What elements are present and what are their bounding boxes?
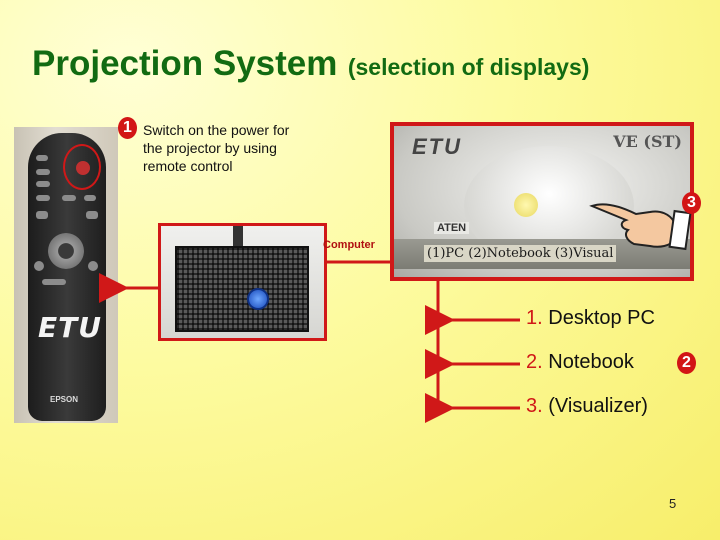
switch-indicator-light	[514, 193, 538, 217]
remote-dpad	[48, 233, 84, 269]
step-3-badge: 3	[682, 192, 701, 214]
option-number: 2.	[526, 351, 543, 373]
ceiling-projector-photo	[158, 223, 327, 341]
option-number: 3.	[526, 395, 543, 417]
computer-label: Computer	[323, 239, 375, 251]
switch-logo: ETU	[412, 134, 462, 159]
title-subtitle: (selection of displays)	[347, 54, 590, 80]
switch-model-label: VE (ST)	[613, 132, 682, 151]
option-visualizer: 3. (Visualizer)	[526, 395, 648, 418]
option-notebook: 2. Notebook	[526, 351, 634, 374]
step-2-badge: 2	[677, 352, 696, 374]
step-1-text: Switch on the power for the projector by…	[143, 122, 290, 174]
projector-cage	[175, 246, 309, 332]
remote-brand: EPSON	[50, 395, 79, 404]
switch-port-labels: (1)PC (2)Notebook (3)Visual	[424, 245, 617, 262]
title-main: Projection System	[32, 44, 338, 83]
remote-etu-mark: ETU	[38, 311, 102, 344]
option-desktop-pc: 1. Desktop PC	[526, 307, 655, 330]
pointing-hand-icon	[589, 203, 692, 251]
switch-brand-label: ATEN	[434, 222, 470, 234]
projector-lens	[247, 288, 269, 310]
option-label: (Visualizer)	[548, 395, 648, 417]
page-number: 5	[669, 496, 677, 511]
step-1-badge: 1	[118, 117, 137, 139]
option-label: Notebook	[548, 351, 634, 373]
power-button-highlight	[63, 144, 101, 190]
slide-title: Projection System (selection of displays…	[32, 44, 589, 84]
projector-mount-pole	[233, 226, 243, 248]
switch-box-photo: ETU VE (ST) ATEN (1)PC (2)Notebook (3)Vi…	[390, 122, 701, 281]
option-label: Desktop PC	[548, 307, 655, 329]
option-number: 1.	[526, 307, 543, 329]
